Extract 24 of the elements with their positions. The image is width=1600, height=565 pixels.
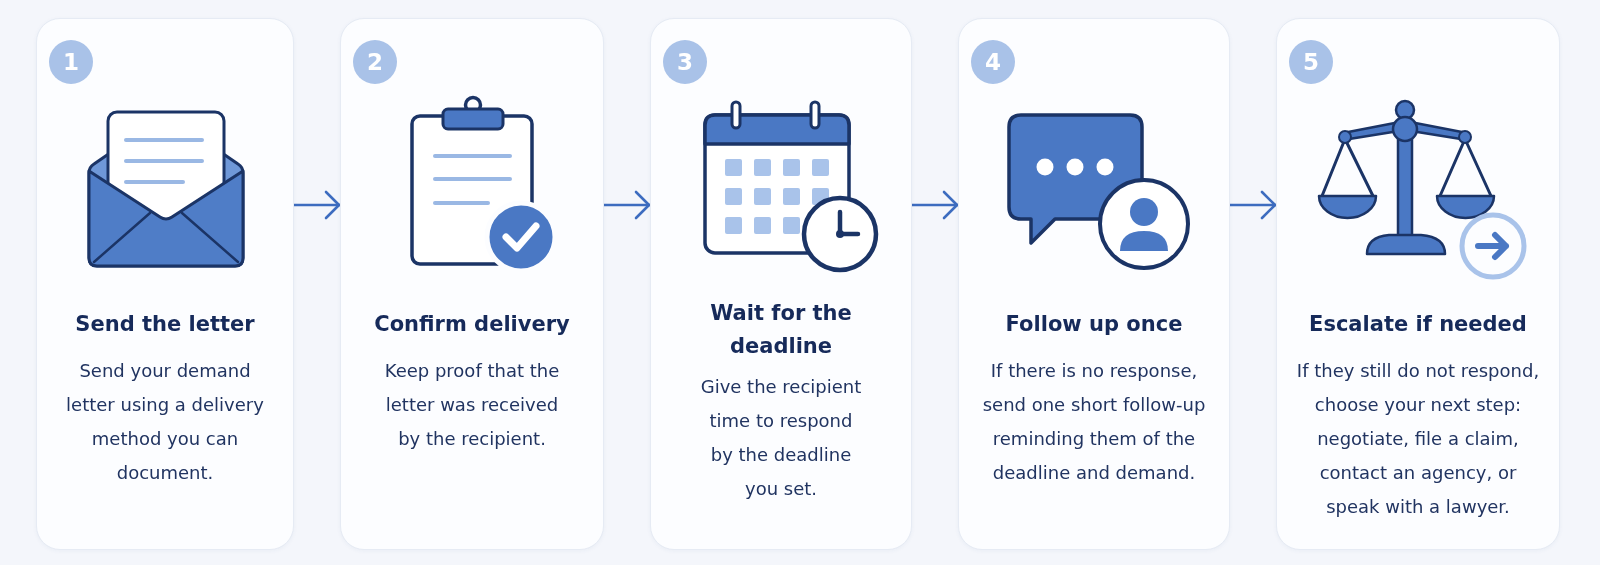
step-description: If there is no response, send one short follow-up reminding them of the deadline and demand. xyxy=(981,359,1207,485)
step-card xyxy=(958,18,1230,550)
step-number-badge: 5 xyxy=(1289,40,1333,84)
step-title: Wait for the deadline xyxy=(709,300,853,360)
arrow xyxy=(1228,190,1278,220)
step-number-badge: 1 xyxy=(49,40,93,84)
step-description: Keep proof that the letter was received by the recipient. xyxy=(383,359,561,451)
step-card xyxy=(650,18,912,550)
arrow xyxy=(602,190,652,220)
step-number-badge: 3 xyxy=(663,40,707,84)
step-number-badge: 2 xyxy=(353,40,397,84)
step-number-badge: 4 xyxy=(971,40,1015,84)
step-description: Give the recipient time to respond by the deadline you set. xyxy=(699,375,863,501)
step-title: Confirm delivery xyxy=(374,311,570,338)
step-card xyxy=(1276,18,1560,550)
step-description: If they still do not respond, choose your next step: negotiate, file a claim, contact an agency, or speak with a lawyer. xyxy=(1295,359,1541,519)
step-title: Send the letter xyxy=(75,311,255,338)
arrow xyxy=(910,190,960,220)
arrow xyxy=(292,190,342,220)
step-card xyxy=(36,18,294,550)
step-title: Escalate if needed xyxy=(1309,311,1527,338)
step-card xyxy=(340,18,604,550)
step-title: Follow up once xyxy=(1005,311,1183,338)
step-description: Send your demand letter using a delivery method you can document. xyxy=(65,359,265,485)
